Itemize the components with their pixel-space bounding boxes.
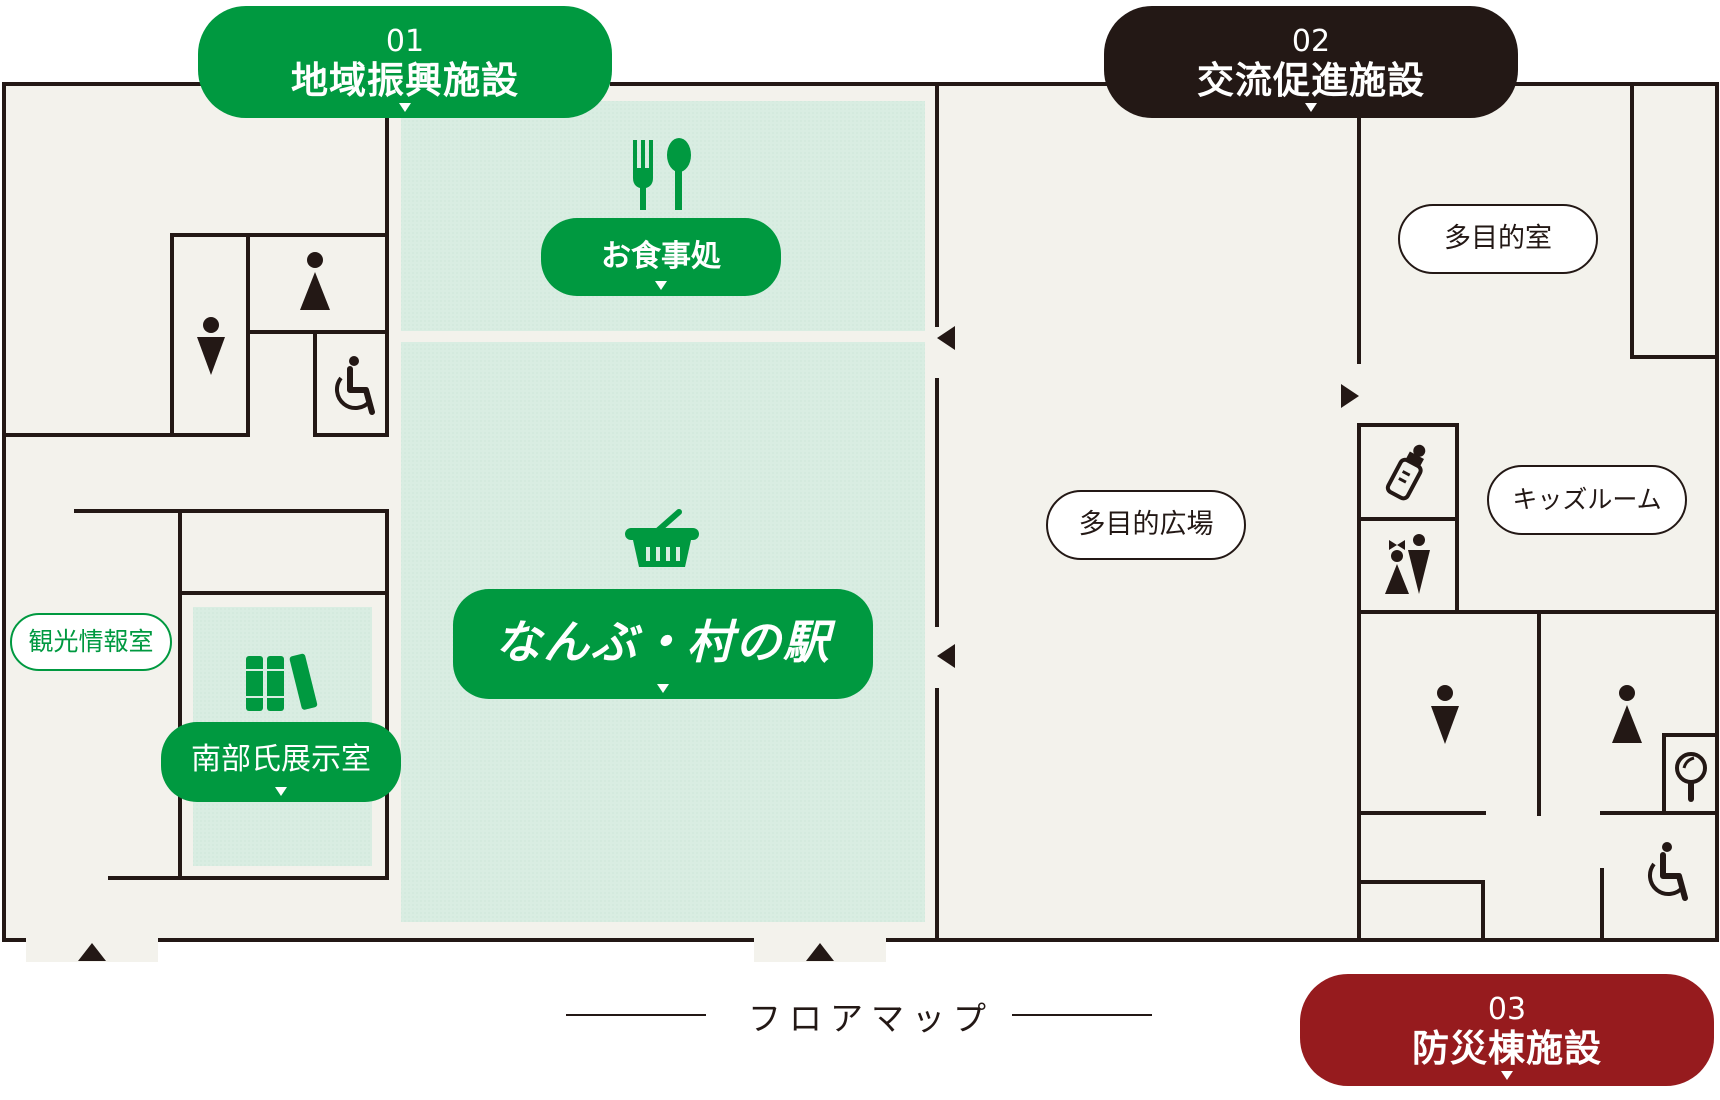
male-toilet-icon	[197, 317, 225, 375]
female-toilet-icon	[1612, 685, 1642, 743]
facility-03-label: 03 防災棟施設	[1300, 974, 1714, 1086]
family-toilet-icon	[1385, 534, 1430, 594]
tourist-info-label: 観光情報室	[10, 613, 172, 671]
pointer-icon	[399, 103, 411, 112]
pointer-icon	[1501, 1071, 1513, 1080]
pointer-icon	[657, 684, 669, 693]
facility-02-label: 02 交流促進施設	[1104, 6, 1518, 118]
restaurant-text: お食事処	[601, 239, 721, 274]
entrance-arrow-icon	[806, 943, 834, 961]
mirror-icon	[1675, 752, 1707, 802]
facility-03-number: 03	[1487, 992, 1527, 1027]
fork-spoon-icon	[633, 138, 691, 210]
floor-map-caption: フロアマップ	[748, 999, 994, 1038]
baby-bottle-icon	[1385, 444, 1426, 501]
wheelchair-icon	[335, 356, 375, 415]
multipurpose-room-label: 多目的室	[1398, 204, 1598, 274]
exhibition-text: 南部氏展示室	[191, 742, 371, 777]
pointer-icon	[655, 281, 667, 290]
door-arrow-icon	[937, 644, 955, 668]
books-icon	[246, 653, 318, 711]
entrance-arrow-icon	[78, 943, 106, 961]
tourist-info-text: 観光情報室	[28, 627, 154, 656]
facility-02-number: 02	[1291, 24, 1331, 59]
facility-03-title: 防災棟施設	[1412, 1027, 1602, 1070]
restaurant-zone	[401, 101, 925, 331]
caption-rule-right	[1012, 1014, 1152, 1016]
walls	[2, 82, 1719, 942]
kids-room-label: キッズルーム	[1487, 465, 1687, 535]
pointer-icon	[275, 787, 287, 796]
caption-rule-left	[566, 1014, 706, 1016]
facility-01-number: 01	[385, 24, 425, 59]
multipurpose-room-text: 多目的室	[1444, 223, 1552, 254]
facility-01-title: 地域振興施設	[291, 59, 519, 102]
multipurpose-plaza-label: 多目的広場	[1046, 490, 1246, 560]
market-label: なんぶ・村の駅	[453, 589, 873, 699]
door-arrow-icon	[937, 326, 955, 350]
facility-01-label: 01 地域振興施設	[198, 6, 612, 118]
pointer-icon	[1305, 103, 1317, 112]
female-toilet-icon	[300, 252, 330, 310]
facility-02-title: 交流促進施設	[1197, 59, 1425, 102]
exhibition-label: 南部氏展示室	[161, 722, 401, 802]
market-text: なんぶ・村の駅	[495, 615, 831, 669]
wheelchair-icon	[1648, 842, 1688, 901]
multipurpose-plaza-text: 多目的広場	[1078, 509, 1214, 540]
restaurant-label: お食事処	[541, 218, 781, 296]
male-toilet-icon	[1431, 685, 1459, 744]
door-arrow-icon	[1341, 384, 1359, 408]
basket-icon	[625, 509, 699, 567]
kids-room-text: キッズルーム	[1512, 485, 1662, 514]
